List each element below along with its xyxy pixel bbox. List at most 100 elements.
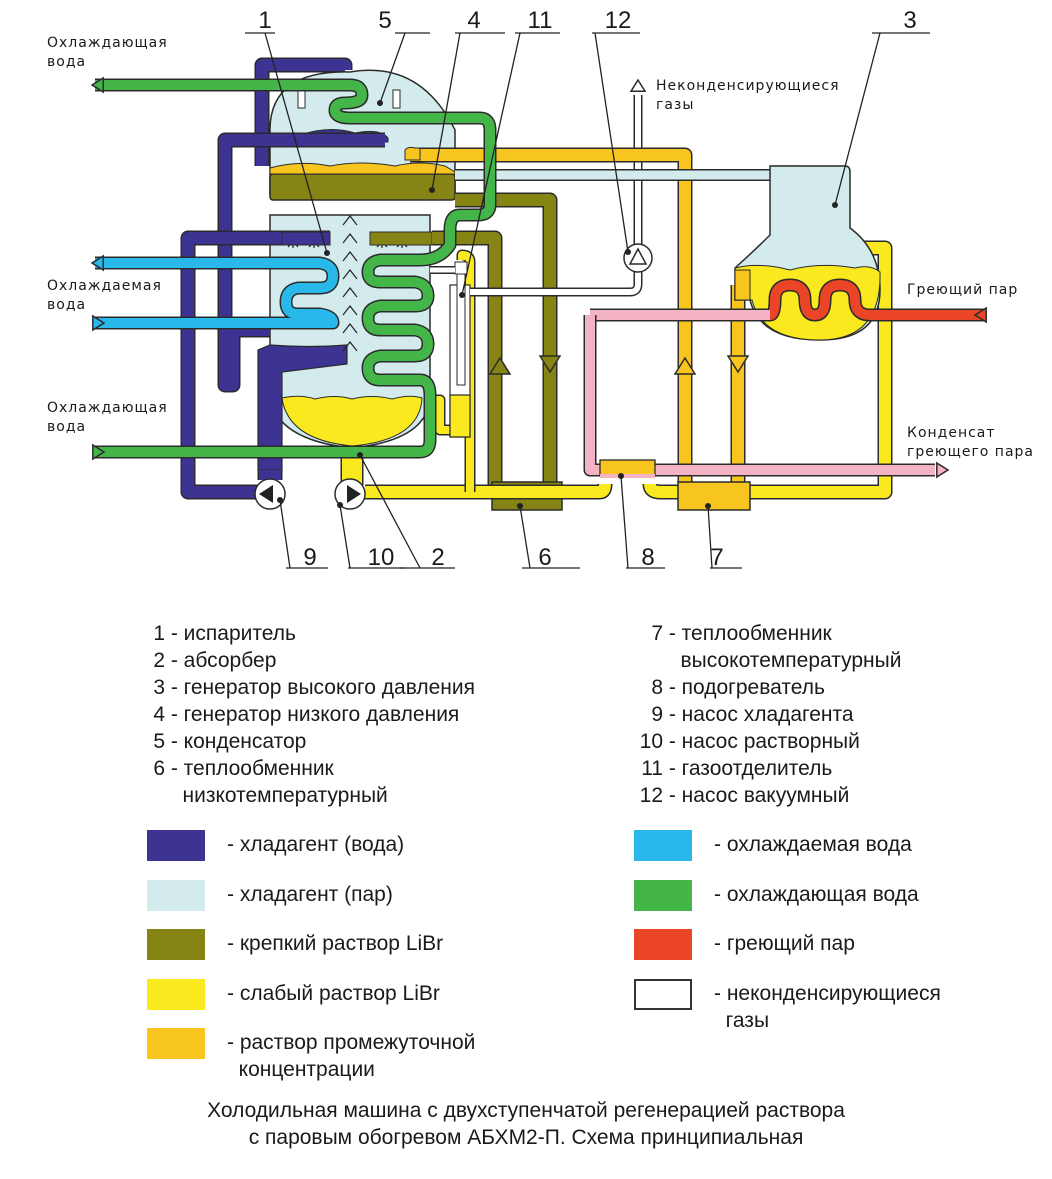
component-item: 1 - испаритель — [145, 620, 475, 647]
cooling-water-inlet-arrow — [92, 443, 106, 461]
cooling-water-outlet-arrow — [90, 76, 104, 94]
cooling-water-circuit — [95, 78, 497, 459]
lp-generator-vessel — [269, 173, 456, 201]
separator-drain-fill — [434, 396, 452, 434]
component-number — [630, 647, 663, 674]
legend-label: - хладагент (вода) — [227, 833, 405, 856]
component-description: - генератор высокого давления — [165, 676, 476, 699]
callout-10-line — [339, 504, 351, 569]
caption-line-2: с паровым обогревом АБХМ2-П. Схема принц… — [248, 1126, 804, 1149]
legend-label-line: - неконденсирующиеся — [714, 981, 941, 1005]
component-item: 11 - газоотделитель — [630, 755, 901, 782]
callout-number: 10 — [368, 544, 395, 571]
component-item: 4 - генератор низкого давления — [145, 701, 475, 728]
component-number: 8 — [651, 676, 663, 699]
legend-item: - охлаждающая вода — [634, 879, 919, 911]
vapor-flow-chevron — [342, 341, 358, 352]
component-number: 6 — [153, 757, 165, 780]
heating-steam-coil — [766, 278, 985, 322]
flow-label-noncondensable-gases: Неконденсирующиеся — [656, 78, 840, 94]
callout-4-dot — [429, 187, 435, 193]
component-description: - насос растворный — [663, 730, 860, 753]
component-number: 10 — [639, 730, 663, 753]
heater-8 — [599, 459, 656, 477]
callout-number: 5 — [378, 7, 391, 34]
component-number: 12 — [639, 784, 663, 807]
component-description: - абсорбер — [165, 649, 277, 672]
flow-arrow-up — [488, 356, 512, 375]
flow-arrow-down — [538, 355, 562, 374]
callout-5-line — [379, 32, 406, 104]
flow-label-cooling-water-in: Охлаждающая — [47, 400, 168, 416]
separator-drain — [434, 394, 452, 436]
absorber-solution-pool — [281, 395, 423, 447]
component-number: 1 — [153, 622, 165, 645]
caption-line-1: Холодильная машина с двухступенчатой рег… — [207, 1099, 845, 1122]
vapor-flow-chevron — [342, 233, 358, 244]
refrigerant-pump-arrow-icon — [259, 485, 273, 503]
flow-label-steam-condensate: греющего пара — [907, 444, 1034, 460]
component-item: 9 - насос хладагента — [630, 701, 901, 728]
legend-label: - охлаждаемая вода — [714, 833, 912, 856]
component-item: 6 - теплообменник — [145, 755, 475, 782]
evaporator-spray-header — [281, 231, 331, 246]
component-item: 3 - генератор высокого давления — [145, 674, 475, 701]
condensate-line-fill — [585, 315, 935, 475]
legend-label-line: концентрации — [227, 1058, 375, 1081]
callout-1-dot — [324, 250, 330, 256]
weak-solution-to-separator — [456, 249, 476, 492]
callout-number: 7 — [710, 544, 723, 571]
chilled-water-outlet-arrow — [90, 254, 104, 272]
condensate-outlet-arrow — [936, 461, 950, 479]
legend-label: - крепкий раствор LiBr — [227, 932, 444, 955]
callout-2-dot — [357, 452, 363, 458]
flow-label-cooling-water-out: вода — [47, 54, 86, 70]
refrigerant-spray-line — [180, 230, 330, 500]
legend-swatch — [147, 1028, 205, 1059]
vapor-flow-chevron — [342, 251, 358, 262]
steam-inlet-arrow — [973, 306, 987, 324]
component-number: 9 — [651, 703, 663, 726]
flow-arrow-up — [673, 356, 697, 375]
flow-label-chilled-water: Охлаждаемая — [47, 278, 162, 294]
heating-steam-coil-fill — [768, 280, 985, 320]
component-number: 2 — [153, 649, 165, 672]
callout-9-dot — [277, 497, 283, 503]
lp-gen-inlet-nozzle — [404, 146, 421, 161]
component-description: - газоотделитель — [663, 757, 833, 780]
component-description: - теплообменник — [165, 757, 334, 780]
component-description: высокотемпературный — [663, 649, 902, 672]
condenser-eliminator-right — [392, 89, 401, 109]
callout-number: 12 — [605, 7, 632, 34]
callout-12-line — [594, 32, 629, 253]
legend-item: - крепкий раствор LiBr — [147, 929, 443, 960]
condensate-line — [583, 315, 935, 477]
solution-pump-arrow-icon — [347, 485, 361, 503]
flow-label-cooling-water-out: Охлаждающая — [47, 35, 168, 51]
gas-separator-liquid — [449, 394, 471, 438]
callout-10-dot — [337, 502, 343, 508]
component-description: - испаритель — [165, 622, 296, 645]
flow-label-noncondensable-gases: газы — [656, 97, 694, 113]
component-number: 11 — [641, 757, 663, 780]
component-number — [145, 782, 165, 809]
legend-label: - греющий пар — [714, 932, 855, 955]
legend-item: - раствор промежуточной концентрации — [147, 1028, 475, 1083]
legend-label: - охлаждающая вода — [714, 882, 919, 906]
component-item: 2 - абсорбер — [145, 647, 475, 674]
callout-6-line — [519, 505, 531, 569]
component-description: - генератор низкого давления — [165, 703, 460, 726]
callout-8-line — [620, 475, 629, 569]
legend-label: - раствор промежуточной концентрации — [227, 1029, 475, 1083]
refrigerant-condenser-bypass — [254, 57, 353, 166]
intermediate-solution-to-lp-gen-fill — [410, 149, 691, 490]
legend-label: - неконденсирующиеся газы — [714, 980, 941, 1034]
callout-2-line — [359, 454, 421, 569]
gas-line-to-vacuum-pump-fill — [470, 270, 641, 295]
legend-item: - хладагент (пар) — [147, 879, 393, 911]
flow-arrow-down — [726, 355, 750, 374]
callout-number: 2 — [431, 544, 444, 571]
component-description: - насос вакуумный — [663, 784, 850, 807]
